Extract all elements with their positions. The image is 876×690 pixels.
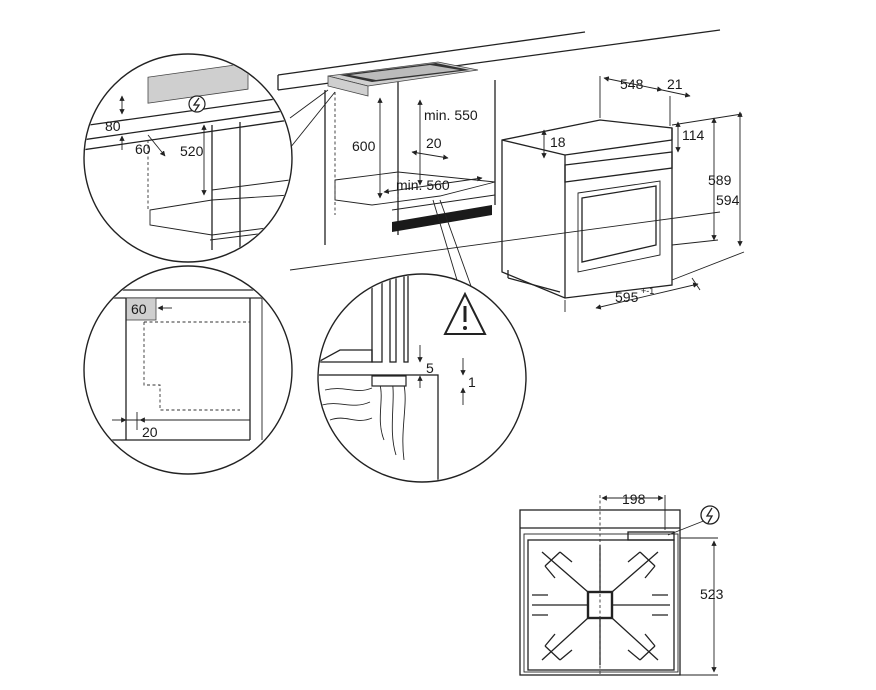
connection-zone-block [327,75,369,97]
dimension-20-niche: 20 [411,135,449,160]
detail-circle-top-view: 60 20 [83,265,293,475]
dimension-min-550: min. 550 [417,99,478,186]
label-20-side: 20 [142,424,158,440]
label-589: 589 [708,172,732,188]
detail-circle-plinth: 5 1 [317,199,527,483]
label-60-detail: 60 [135,141,151,157]
label-80: 80 [105,118,121,134]
dimension-21: 21 [661,76,691,126]
ventilation-strip [392,205,492,232]
detail-circle-connection: 80 60 520 [83,53,336,263]
label-min-560: min. 560 [396,177,450,193]
label-21: 21 [667,76,683,92]
dimension-594: 594 [671,111,745,281]
cooktop-cutout [327,61,479,87]
label-min-550: min. 550 [424,107,478,123]
warning-triangle-icon [443,291,487,335]
label-594: 594 [716,192,740,208]
label-198: 198 [622,491,646,507]
label-595-tolerance: +-1 [641,286,654,296]
label-5: 5 [426,360,434,376]
label-600: 600 [352,138,376,154]
dimension-548: 548 [599,76,663,118]
dimension-595: 595 +-1 [564,277,701,312]
label-595: 595 [615,289,639,305]
label-523: 523 [700,586,724,602]
label-1: 1 [468,374,476,390]
cooktop-top-view: 198 523 [519,491,724,676]
oven-perspective [501,119,673,299]
label-520: 520 [180,143,204,159]
power-plug-icon [188,95,206,113]
label-548: 548 [620,76,644,92]
dimension-114: 114 [675,121,705,153]
dimension-589: 589 [671,113,743,246]
label-20-niche: 20 [426,135,442,151]
dimension-min-560: min. 560 [383,176,483,194]
dimension-600: 600 [352,97,383,199]
dimension-18: 18 [541,129,566,159]
cabinet-perspective [277,29,721,271]
label-18: 18 [550,134,566,150]
power-plug-icon-bottom [700,505,720,525]
pan-support-grate [532,545,670,665]
label-114: 114 [682,127,705,143]
label-60-top: 60 [131,301,147,317]
